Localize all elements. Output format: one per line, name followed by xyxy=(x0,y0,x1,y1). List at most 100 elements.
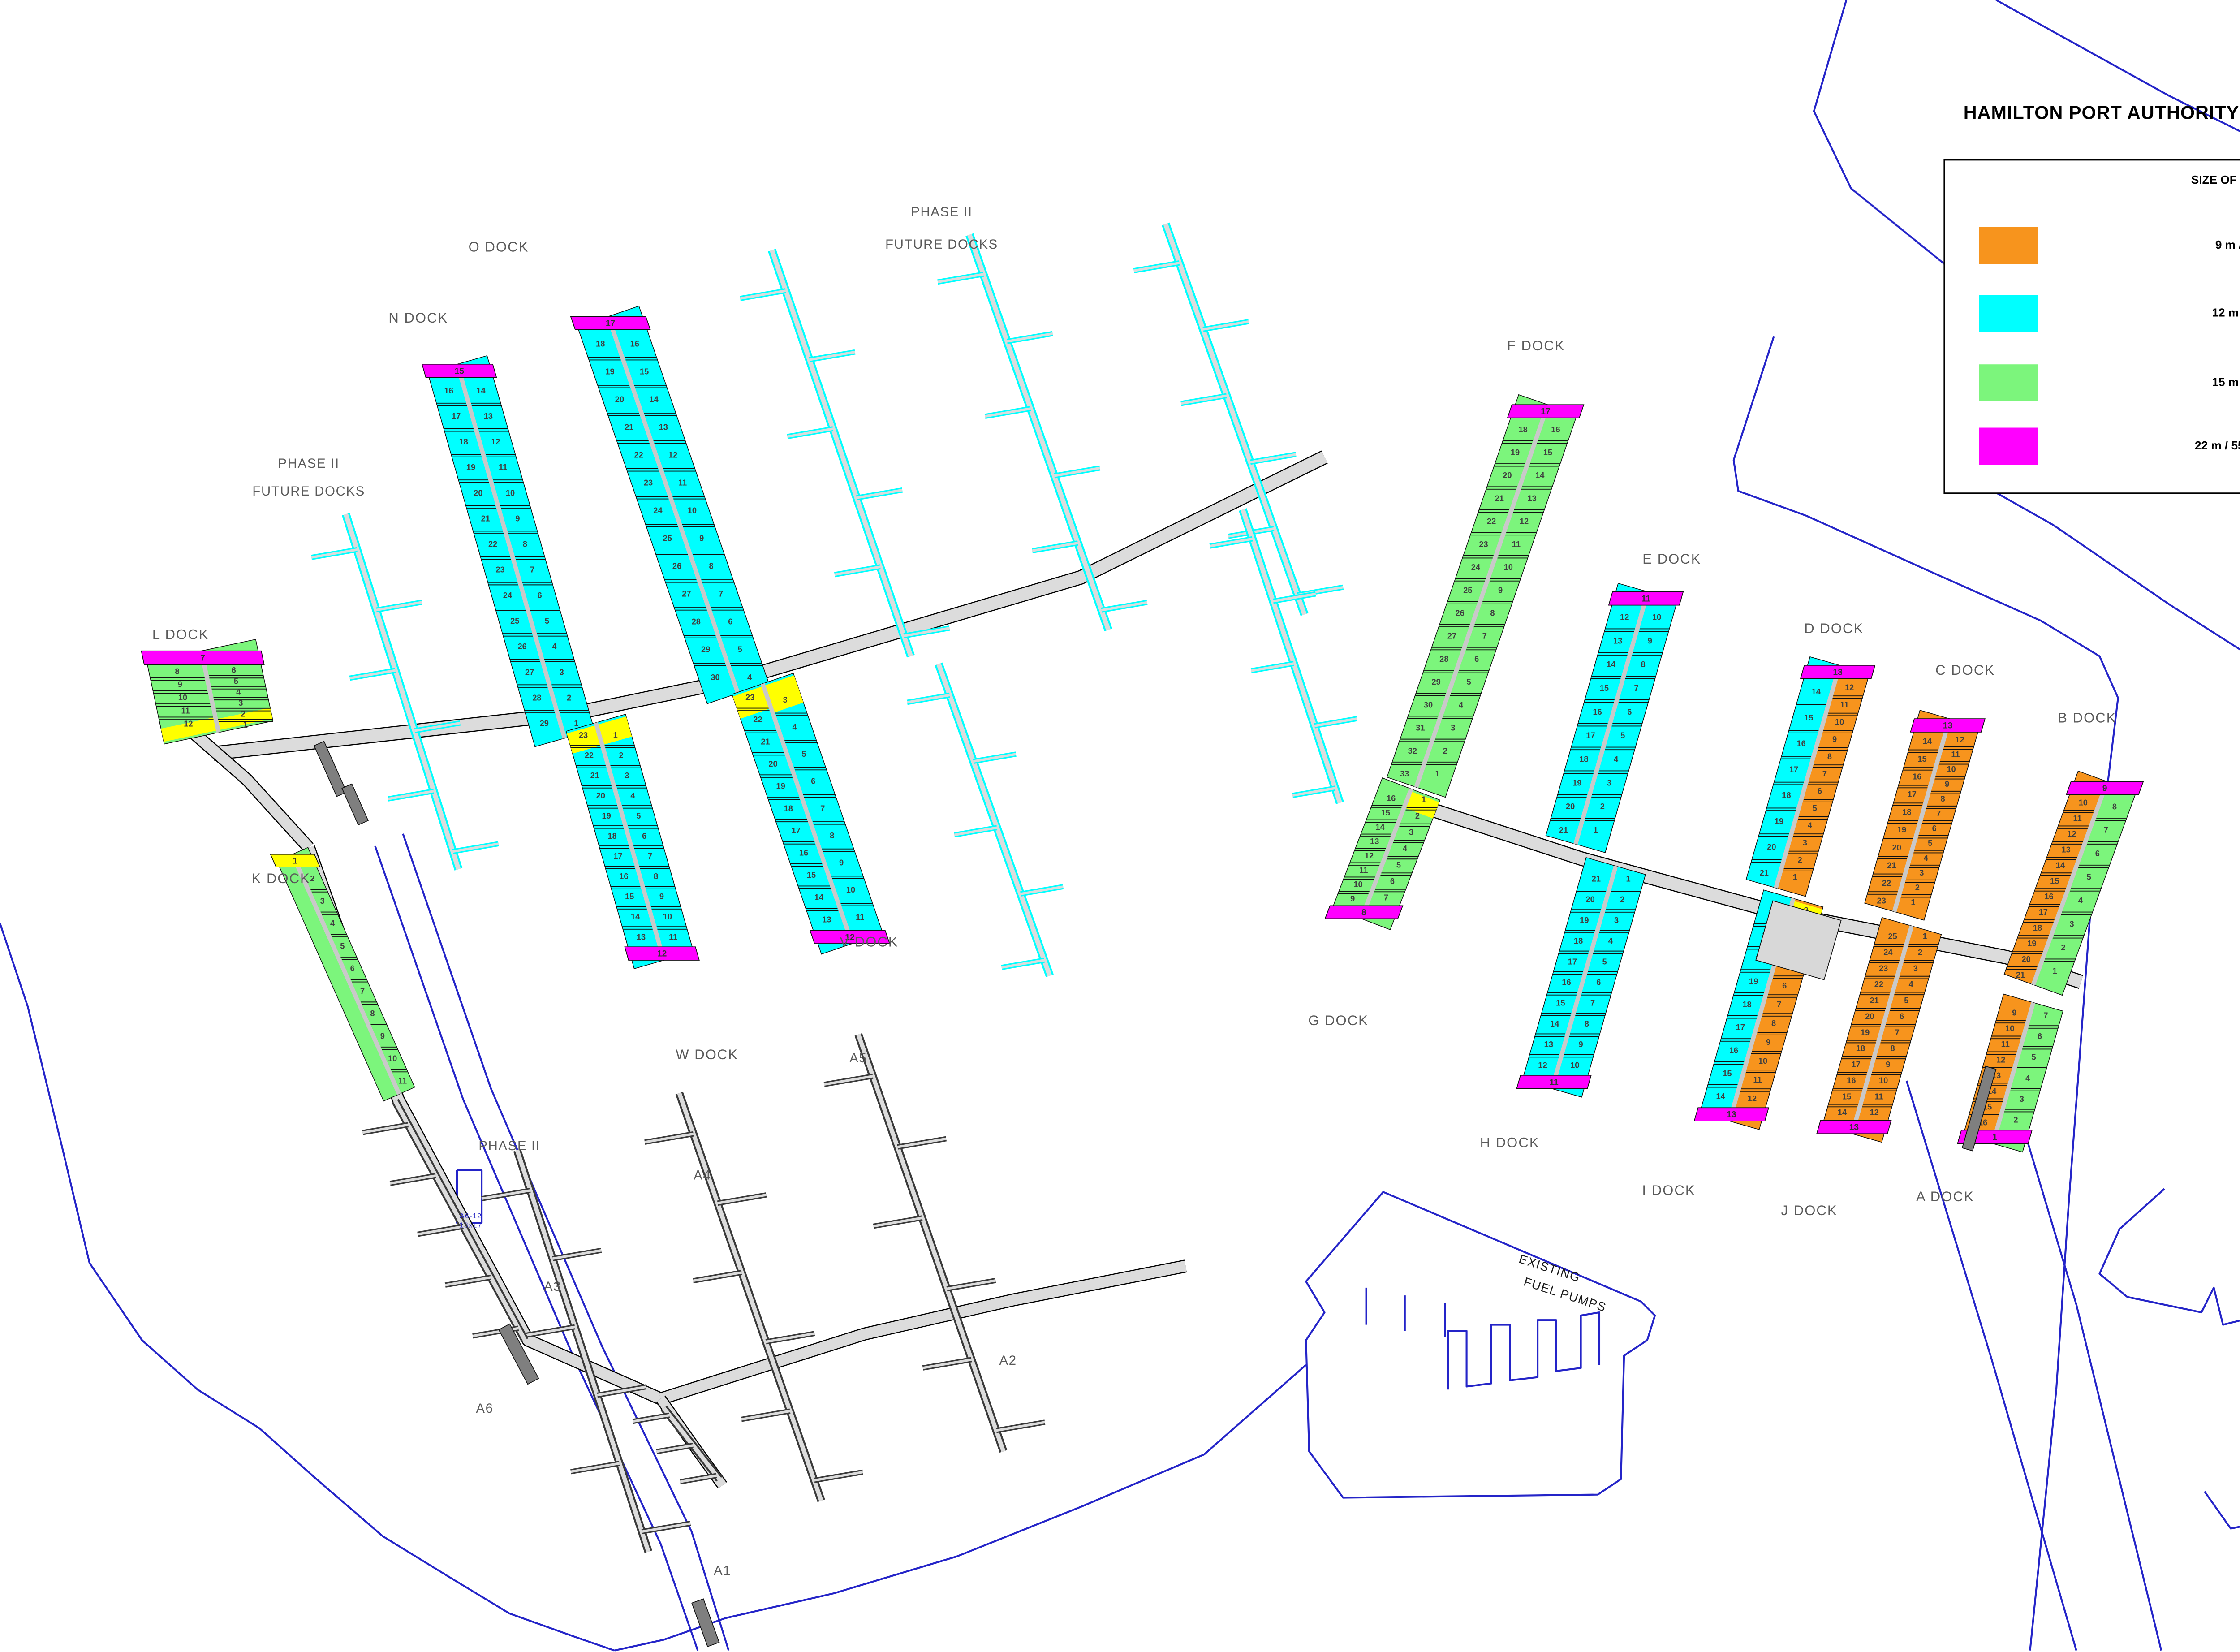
slip-number: 21 xyxy=(1870,996,1878,1005)
slip-number: 19 xyxy=(776,781,785,791)
slip-number: 22 xyxy=(1874,979,1883,989)
slip-number: 2 xyxy=(567,693,571,702)
slip-number: 14 xyxy=(1812,687,1821,696)
dock-H-cap xyxy=(1516,1075,1592,1089)
slip-number: 6 xyxy=(538,591,542,600)
slip-number: 10 xyxy=(1652,612,1661,622)
slip-number: 13 xyxy=(1613,636,1622,645)
future-dock-cyan-4 xyxy=(906,662,1064,977)
slip-number: 17 xyxy=(2039,907,2048,917)
slip-number: 14 xyxy=(631,912,640,921)
slip-number: 5 xyxy=(1813,803,1817,813)
slip-number: 1 xyxy=(1435,769,1439,778)
shoreline-2 xyxy=(1732,336,2119,1651)
map-label-phase-ii: PHASE II xyxy=(911,204,972,219)
slip-number: 16 xyxy=(1387,794,1396,803)
slip-number: 5 xyxy=(1620,731,1625,740)
slip-number: 23 xyxy=(495,565,504,574)
slip-number: 6 xyxy=(728,617,732,626)
dock-N-cap-number: 15 xyxy=(454,367,464,376)
slip-number: 18 xyxy=(1579,755,1588,764)
dock-N-label: N DOCK xyxy=(388,310,448,326)
slip-number: 4 xyxy=(1608,936,1613,945)
slip-number: 2 xyxy=(1415,811,1420,820)
slip-number: 12 xyxy=(1620,612,1629,622)
slip-number: 16 xyxy=(1913,772,1921,781)
slip-number: 9 xyxy=(1832,734,1837,744)
slip-number: 17 xyxy=(1908,789,1917,799)
future-dock-cyan-5 xyxy=(1209,508,1358,804)
slip-number: 4 xyxy=(2078,896,2083,905)
slip-number: 12 xyxy=(1996,1055,2005,1065)
dock-H-label: H DOCK xyxy=(1480,1134,1540,1150)
slip-number: 15 xyxy=(625,892,634,901)
slip-number: 4 xyxy=(330,919,335,928)
dock-V-cap xyxy=(809,930,891,944)
slip-number: 5 xyxy=(1904,996,1908,1005)
slip-number: 6 xyxy=(1596,977,1601,987)
dock-W-cap-number: 12 xyxy=(657,949,667,959)
slip-number: 25 xyxy=(1463,585,1472,595)
slip-number: 7 xyxy=(1777,1000,1781,1009)
dock-H-cap-number: 11 xyxy=(1549,1078,1559,1087)
slip-number: 16 xyxy=(1593,707,1602,716)
slip-number: 2 xyxy=(619,751,623,760)
slip-number: 1 xyxy=(613,730,618,740)
slip-number: 10 xyxy=(1570,1060,1579,1070)
attenuator-2 xyxy=(498,1323,539,1385)
slip-number: 9 xyxy=(1578,1040,1583,1049)
slip-number: 14 xyxy=(1838,1108,1847,1117)
slip-number: 5 xyxy=(636,811,641,820)
slip-number: 3 xyxy=(2070,919,2074,928)
slip-number: 8 xyxy=(1941,794,1945,803)
slip-number: 7 xyxy=(530,565,534,574)
slip-number: 21 xyxy=(2016,970,2025,979)
slip-number: 4 xyxy=(2025,1073,2030,1083)
slip-number: 29 xyxy=(1432,677,1441,686)
slip-number: 9 xyxy=(699,534,704,543)
slip-number: 16 xyxy=(1551,425,1560,434)
dock-G-label: G DOCK xyxy=(1308,1013,1369,1028)
slip-number: 18 xyxy=(2033,923,2042,932)
shoreline-1 xyxy=(1995,0,2240,133)
slip-number: 9 xyxy=(515,513,520,523)
dock-J-label: J DOCK xyxy=(1781,1203,1838,1218)
slip-number: 7 xyxy=(1634,683,1638,693)
slip-number: 15 xyxy=(807,870,816,880)
slip-number: 6 xyxy=(1782,981,1787,990)
dock-J-cap xyxy=(1816,1120,1892,1134)
slip-number: 17 xyxy=(452,411,461,421)
slip-number: 7 xyxy=(1384,893,1388,902)
map-label-a6: A6 xyxy=(476,1401,493,1416)
slip-number: 22 xyxy=(1882,878,1891,888)
slip-number: 12 xyxy=(2067,829,2076,838)
slip-number: 3 xyxy=(320,896,325,906)
slip-number: 26 xyxy=(1455,608,1464,617)
slip-number: 5 xyxy=(234,676,238,686)
slip-number: 9 xyxy=(1648,636,1652,645)
slip-number: 12 xyxy=(1955,735,1964,744)
slip-number: 3 xyxy=(2020,1094,2024,1104)
shoreline-14 xyxy=(402,833,730,1651)
slip-number: 5 xyxy=(1928,838,1932,848)
slip-number: 14 xyxy=(1535,470,1545,480)
dock-G-cap-number: 8 xyxy=(1361,908,1366,917)
slip-number: 25 xyxy=(1888,932,1897,941)
dock-K-cap xyxy=(270,854,321,867)
slip-number: 18 xyxy=(784,803,793,813)
slip-number: 8 xyxy=(2112,802,2117,811)
slip-number: 15 xyxy=(1543,448,1552,457)
walkway-1 xyxy=(181,721,313,851)
walkway-5 xyxy=(1404,795,2083,988)
future-dock-gray-0 xyxy=(481,1149,691,1553)
slip-number: 4 xyxy=(793,722,797,731)
slip-number: 19 xyxy=(1511,448,1520,457)
slip-number: 9 xyxy=(1945,779,1949,789)
slip-number: 10 xyxy=(846,885,855,894)
slip-number: 9 xyxy=(1886,1060,1890,1069)
slip-number: 14 xyxy=(1550,1019,1559,1028)
dock-L-cap-number: 7 xyxy=(200,653,205,663)
